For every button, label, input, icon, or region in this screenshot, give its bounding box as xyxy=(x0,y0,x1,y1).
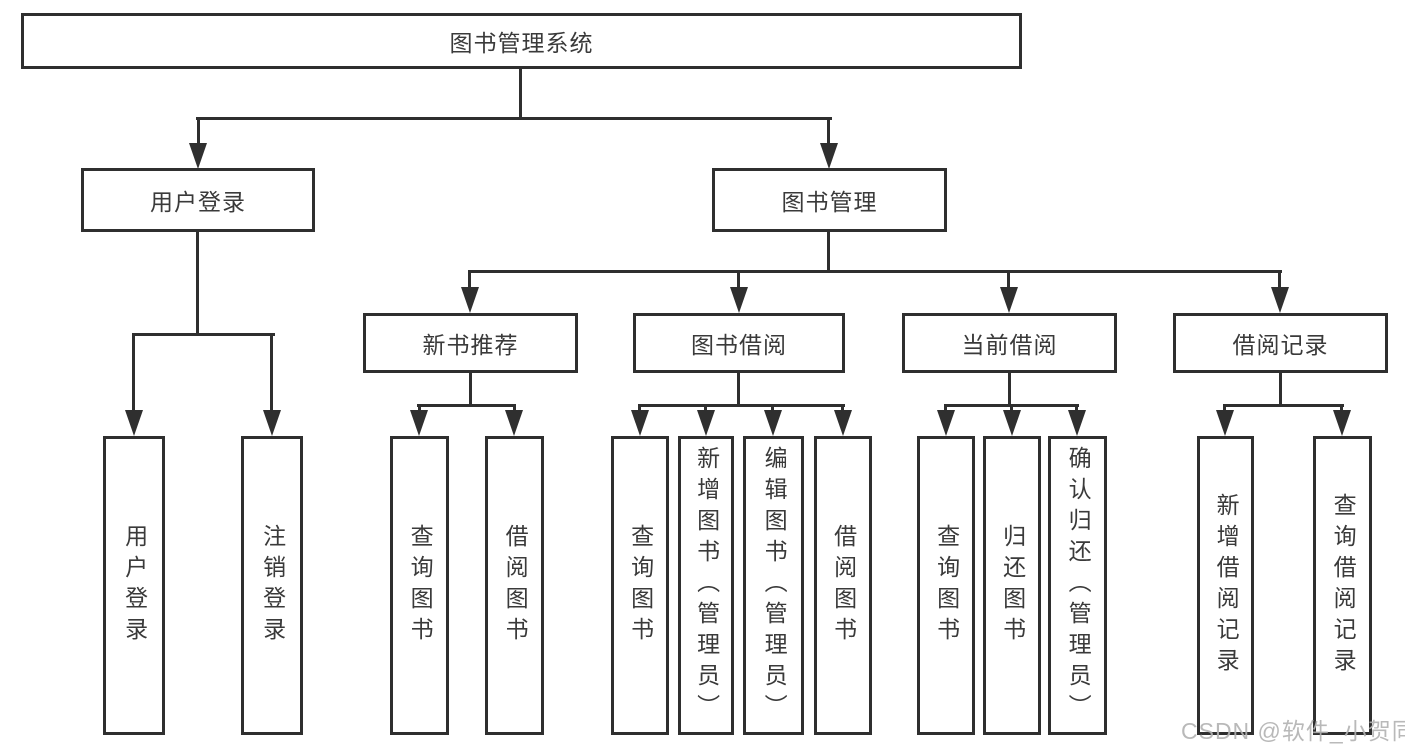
node-borrow-records: 借阅记录 xyxy=(1173,313,1388,373)
connector-line xyxy=(417,404,516,407)
connector-line xyxy=(1223,404,1344,407)
arrowhead-down-icon xyxy=(631,410,649,436)
connector-line xyxy=(468,270,1282,273)
connector-line xyxy=(827,232,830,273)
node-user-login: 用户登录 xyxy=(81,168,315,232)
leaf-edit-books-admin: 编辑图书（管理员） xyxy=(743,436,804,735)
arrowhead-down-icon xyxy=(1003,410,1021,436)
leaf-query-books-borrow: 查询图书 xyxy=(611,436,669,735)
arrowhead-down-icon xyxy=(461,287,479,313)
arrowhead-down-icon xyxy=(834,410,852,436)
connector-line xyxy=(196,117,832,120)
connector-line xyxy=(132,333,275,336)
arrowhead-down-icon xyxy=(263,410,281,436)
connector-line xyxy=(468,270,471,291)
node-library-system: 图书管理系统 xyxy=(21,13,1022,69)
leaf-add-borrow-record: 新增借阅记录 xyxy=(1197,436,1254,735)
leaf-borrow-books-recommend: 借阅图书 xyxy=(485,436,544,735)
leaf-query-borrow-record: 查询借阅记录 xyxy=(1313,436,1372,735)
leaf-query-books-recommend: 查询图书 xyxy=(390,436,449,735)
node-book-management: 图书管理 xyxy=(712,168,947,232)
arrowhead-down-icon xyxy=(730,287,748,313)
connector-line xyxy=(737,270,740,291)
arrowhead-down-icon xyxy=(697,410,715,436)
arrowhead-down-icon xyxy=(820,143,838,169)
leaf-user-login: 用户登录 xyxy=(103,436,165,735)
leaf-query-books-current: 查询图书 xyxy=(917,436,975,735)
arrowhead-down-icon xyxy=(937,410,955,436)
connector-line xyxy=(1279,373,1282,407)
connector-line xyxy=(197,117,200,149)
arrowhead-down-icon xyxy=(1271,287,1289,313)
arrowhead-down-icon xyxy=(1000,287,1018,313)
csdn-watermark: CSDN @软件_小贺同学 xyxy=(1181,718,1405,744)
arrowhead-down-icon xyxy=(189,143,207,169)
arrowhead-down-icon xyxy=(125,410,143,436)
connector-line xyxy=(638,404,845,407)
connector-line xyxy=(270,333,273,413)
connector-line xyxy=(1008,373,1011,407)
node-new-book-recommend: 新书推荐 xyxy=(363,313,578,373)
leaf-return-books: 归还图书 xyxy=(983,436,1041,735)
arrowhead-down-icon xyxy=(1068,410,1086,436)
node-current-borrow: 当前借阅 xyxy=(902,313,1117,373)
leaf-logout: 注销登录 xyxy=(241,436,303,735)
connector-line xyxy=(737,373,740,407)
leaf-confirm-return-admin: 确认归还（管理员） xyxy=(1048,436,1107,735)
connector-line xyxy=(1278,270,1281,291)
leaf-add-books-admin: 新增图书（管理员） xyxy=(678,436,734,735)
arrowhead-down-icon xyxy=(1333,410,1351,436)
connector-line xyxy=(196,232,199,335)
arrowhead-down-icon xyxy=(1216,410,1234,436)
arrowhead-down-icon xyxy=(764,410,782,436)
connector-line xyxy=(519,69,522,119)
connector-line xyxy=(469,373,472,407)
connector-line xyxy=(132,333,135,413)
node-book-borrow: 图书借阅 xyxy=(633,313,845,373)
arrowhead-down-icon xyxy=(505,410,523,436)
connector-line xyxy=(827,117,830,149)
connector-line xyxy=(1007,270,1010,291)
arrowhead-down-icon xyxy=(410,410,428,436)
leaf-borrow-books: 借阅图书 xyxy=(814,436,872,735)
